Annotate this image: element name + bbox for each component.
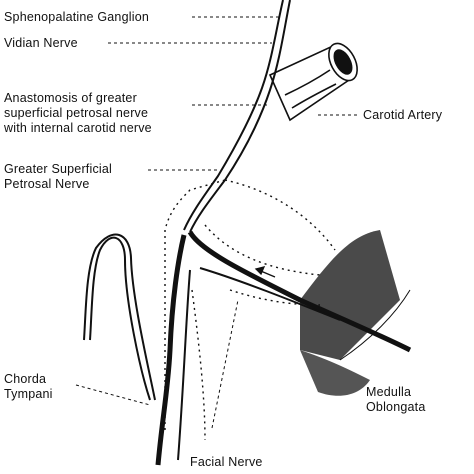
direction-arrow: [254, 266, 276, 278]
carotid-artery: [268, 42, 358, 122]
bone-outline-left: [164, 179, 226, 430]
leader-facial: [211, 299, 239, 429]
bone-outline-lower: [191, 289, 206, 441]
label-gspn-line2: Petrosal Nerve: [4, 177, 90, 191]
medulla-region: [300, 230, 411, 396]
label-anastomosis-line1: Anastomosis of greater: [4, 91, 137, 105]
label-gspn-line1: Greater Superficial: [4, 162, 113, 176]
bone-outline-inner: [204, 224, 321, 276]
label-medulla-line2: Oblongata: [366, 400, 426, 414]
label-anastomosis-line3: with internal carotid nerve: [4, 121, 152, 135]
leader-chorda: [75, 384, 151, 406]
label-anastomosis-line2: superficial petrosal nerve: [4, 106, 149, 120]
label-facial-nerve: Facial Nerve: [190, 455, 263, 469]
label-sphenopalatine-ganglion: Sphenopalatine Ganglion: [4, 10, 149, 24]
bone-outline-upper: [224, 179, 336, 251]
label-chorda-line2: Tympani: [4, 387, 53, 401]
petrosal-nerve: [183, 0, 291, 233]
label-carotid-artery: Carotid Artery: [363, 108, 443, 122]
facial-nerve: [155, 230, 412, 466]
chorda-tympani: [83, 233, 156, 401]
label-vidian-nerve: Vidian Nerve: [4, 36, 78, 50]
label-chorda-line1: Chorda: [4, 372, 47, 386]
label-medulla-line1: Medulla: [366, 385, 412, 399]
